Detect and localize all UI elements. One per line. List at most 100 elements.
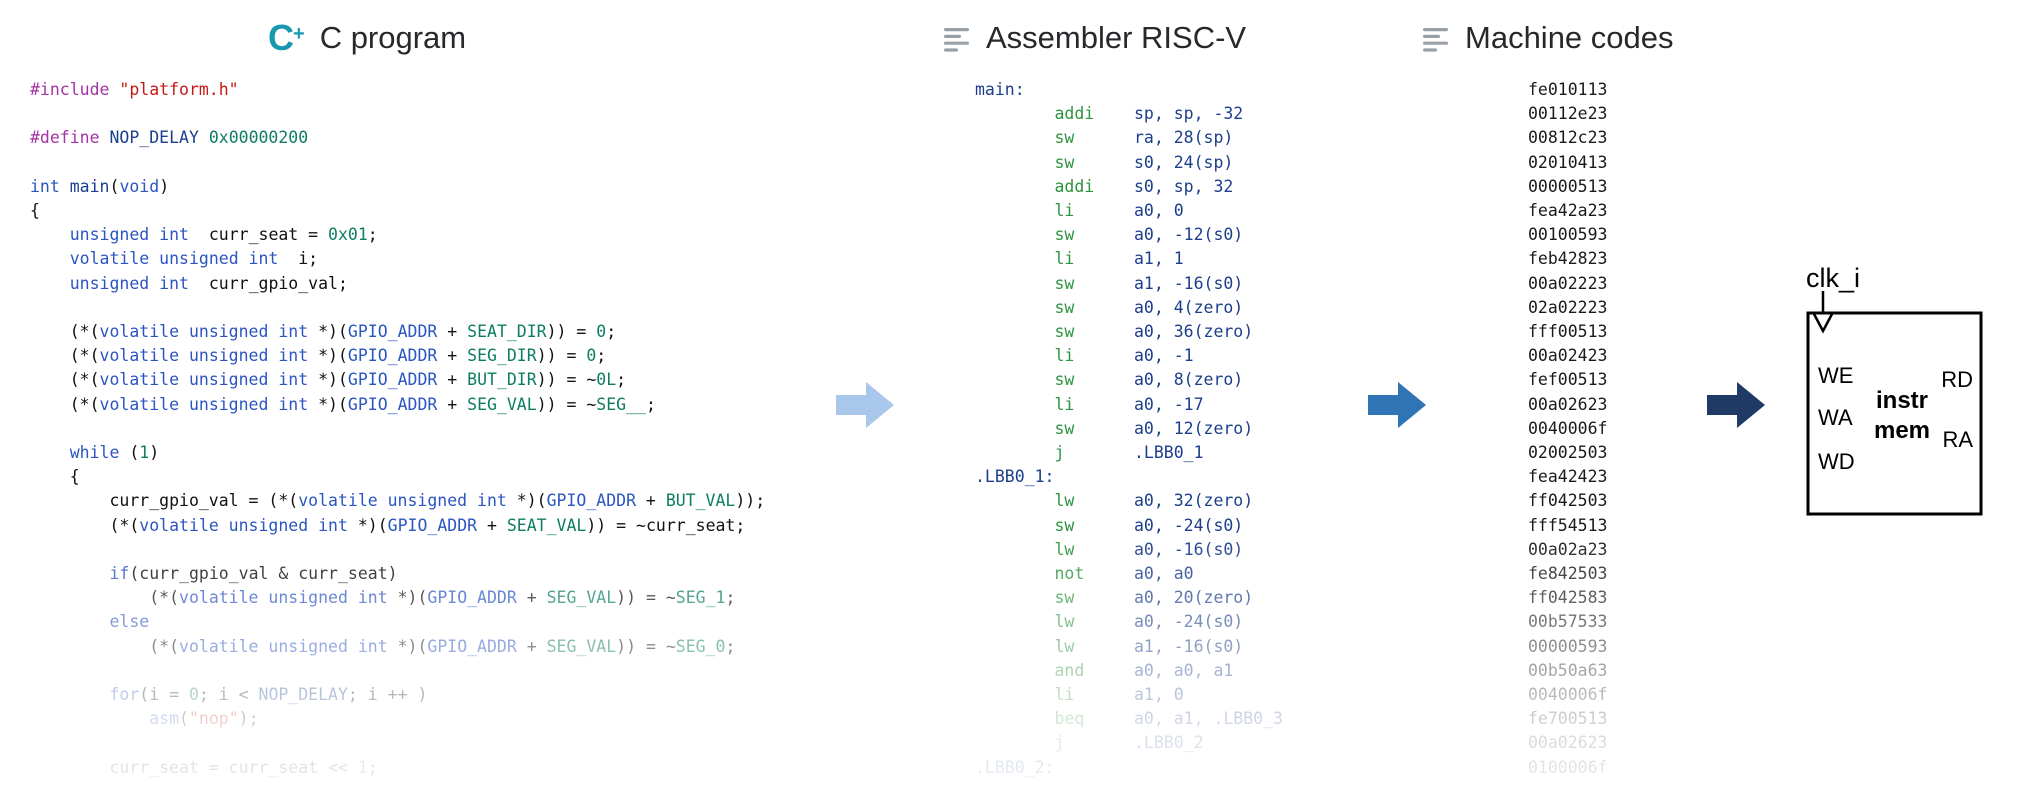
code-line: lw a0, 32(zero)	[975, 489, 1283, 513]
token-num: 0x01	[328, 225, 368, 245]
token-op: not	[1054, 564, 1134, 584]
token-plain	[30, 612, 109, 631]
token-plain	[975, 225, 1054, 244]
token-arg: a0, a1, .LBB0_3	[1133, 709, 1283, 729]
token-arg: a0, 8(zero)	[1133, 370, 1244, 390]
code-line: curr_gpio_val = (*(volatile unsigned int…	[30, 489, 765, 513]
token-mac1: GPIO_ADDR	[347, 346, 438, 366]
port-wa-label: WA	[1818, 405, 1853, 430]
code-line	[30, 731, 765, 755]
machine-code-line: 00a02623	[1528, 733, 1608, 753]
token-num: 1	[139, 443, 150, 463]
token-kw: int	[30, 176, 60, 196]
machine-code-line: fe842503	[1528, 564, 1608, 584]
instr-mem-diagram: clk_i WE WA WD RD RA instr mem	[1806, 263, 1983, 516]
code-line: lw a0, -16(s0)	[975, 538, 1283, 562]
machine-code-line: 02002503	[1528, 443, 1608, 463]
token-plain: ;	[596, 346, 607, 366]
machine-code-line: 00a02a23	[1528, 539, 1608, 559]
code-line: (*(volatile unsigned int *)(GPIO_ADDR + …	[30, 344, 765, 368]
token-plain: )	[149, 443, 160, 463]
code-line: (*(volatile unsigned int *)(GPIO_ADDR + …	[30, 393, 765, 417]
token-arg: a1, 0	[1133, 685, 1184, 705]
token-plain: ;	[725, 636, 736, 656]
code-line: sw s0, 24(sp)	[975, 151, 1283, 175]
token-plain: {	[30, 467, 80, 487]
token-op: lw	[1054, 636, 1134, 656]
arrow-machine-to-memory-icon	[1707, 382, 1765, 428]
token-op: lw	[1054, 539, 1134, 559]
assembler-title: Assembler RISC-V	[986, 20, 1247, 55]
machine-code-line: fff00513	[1528, 322, 1608, 342]
code-line: lw a0, -24(s0)	[975, 610, 1283, 634]
token-op: sw	[1054, 225, 1134, 245]
machine-code-line: 00b57533	[1528, 612, 1608, 632]
token-plain: ;	[725, 588, 736, 608]
code-line: (*(volatile unsigned int *)(GPIO_ADDR + …	[30, 368, 765, 392]
token-kw: else	[109, 612, 150, 632]
code-line: if(curr_gpio_val & curr_seat)	[30, 562, 765, 586]
code-line: sw a0, 36(zero)	[975, 320, 1283, 344]
code-line: (*(volatile unsigned int *)(GPIO_ADDR + …	[30, 320, 765, 344]
token-kw: if	[109, 564, 130, 584]
token-arg: s0, 24(sp)	[1133, 152, 1234, 172]
code-line: beq a0, a1, .LBB0_3	[975, 707, 1283, 731]
token-plain: *)(	[347, 515, 388, 535]
token-kw: unsigned int	[69, 273, 189, 293]
token-plain: ;	[367, 757, 378, 777]
token-mac1: GPIO_ADDR	[427, 636, 517, 656]
code-line: {	[30, 199, 765, 223]
token-arg: a0, a0	[1133, 564, 1194, 584]
token-plain: ; i <	[198, 685, 259, 705]
machine-codes-title: Machine codes	[1465, 20, 1674, 55]
machine-code-line: 00a02623	[1528, 394, 1608, 414]
token-arg: a0, a0, a1	[1133, 660, 1234, 680]
arrow-shape	[1368, 382, 1426, 428]
machine-code-line: ff042503	[1528, 491, 1608, 511]
token-plain: *)(	[506, 491, 547, 511]
code-line: int main(void)	[30, 175, 765, 199]
token-plain: )) = ~	[616, 636, 676, 656]
token-plain	[975, 709, 1054, 728]
token-mac1: GPIO_ADDR	[347, 322, 438, 342]
token-op: sw	[1054, 588, 1134, 608]
token-op: addi	[1054, 104, 1134, 124]
code-line: for(i = 0; i < NOP_DELAY; i ++ )	[30, 683, 765, 707]
token-kw: unsigned int	[69, 225, 189, 245]
machine-code-line: 00812c23	[1528, 128, 1608, 148]
token-op: j	[1054, 733, 1134, 753]
token-num: 0	[188, 685, 199, 705]
token-plain: (*(	[30, 588, 180, 608]
token-op: li	[1054, 394, 1134, 414]
code-line	[30, 296, 765, 320]
token-op: sw	[1054, 152, 1134, 172]
arrow-shape	[836, 382, 894, 428]
c-icon-plus: +	[293, 23, 305, 45]
token-plain: *)(	[387, 588, 428, 608]
token-plain	[975, 419, 1054, 438]
token-op: sw	[1054, 128, 1134, 148]
token-plain: (*(	[30, 370, 100, 390]
token-plain	[975, 685, 1054, 704]
code-line: j .LBB0_2	[975, 731, 1283, 755]
token-plain	[30, 249, 70, 268]
token-op: li	[1054, 249, 1134, 269]
code-line: (*(volatile unsigned int *)(GPIO_ADDR + …	[30, 635, 765, 659]
token-mac2: SEG_VAL	[467, 394, 537, 414]
token-plain: (*(	[30, 636, 180, 656]
token-arg: a0, -12(s0)	[1133, 225, 1244, 245]
code-line: else	[30, 610, 765, 634]
code-line: sw a0, 8(zero)	[975, 368, 1283, 392]
token-op: li	[1054, 685, 1134, 705]
clock-triangle-icon	[1812, 313, 1834, 334]
token-plain: ;	[645, 394, 656, 414]
token-plain	[30, 443, 70, 462]
token-plain	[975, 443, 1054, 462]
token-num: 1	[357, 757, 368, 777]
arrow-c-to-asm-icon	[836, 382, 894, 428]
token-mac2: SEG_0	[675, 636, 726, 656]
token-mac2: BUT_VAL	[665, 491, 736, 511]
token-plain: +	[437, 370, 468, 390]
machine-codes-header: Machine codes	[1422, 20, 1674, 56]
